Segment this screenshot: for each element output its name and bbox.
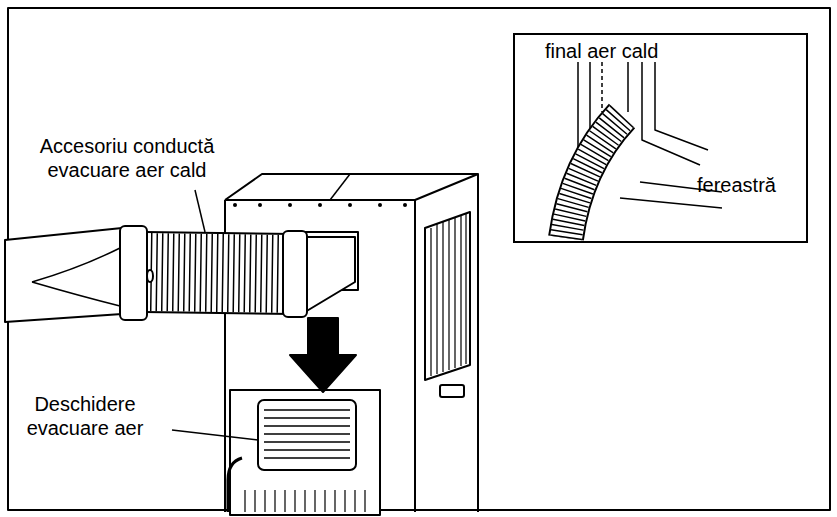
- leader-line: [172, 430, 258, 440]
- exhaust-hose: [5, 226, 355, 322]
- outer-frame: [8, 8, 830, 510]
- part-label: Deschidere evacuare aer: [10, 392, 160, 440]
- down-arrow: [290, 318, 356, 392]
- inset-label: final aer cald: [545, 39, 725, 63]
- part-label: Accesoriu conductă evacuare aer cald: [22, 134, 232, 182]
- air-conditioner-unit: [225, 174, 478, 515]
- window-inset-drawing: [566, 62, 722, 238]
- inset-frame: final aer cald fereastră: [513, 33, 808, 243]
- leader-line: [195, 190, 205, 232]
- inset-label: fereastră: [697, 173, 807, 197]
